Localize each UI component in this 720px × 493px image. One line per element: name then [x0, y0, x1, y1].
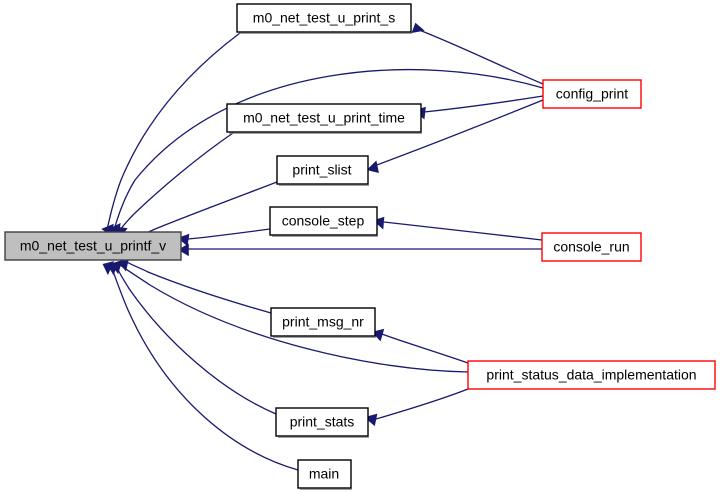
arrowhead-printf_v-from-main: [102, 261, 115, 276]
arrowhead-print_slist-right: [366, 160, 379, 174]
node-print-s-box[interactable]: [236, 3, 412, 33]
edge-main-to-printf_v: [110, 265, 299, 471]
node-print-time-box[interactable]: [226, 103, 422, 133]
node-print-status-data-implementation-box[interactable]: [467, 360, 716, 390]
node-layer: m0_net_test_u_printf_v m0_net_test_u_pri…: [4, 3, 716, 490]
edge-console_run-to-console_step: [383, 221, 543, 241]
edge-print_status-to-print_msg_nr: [381, 333, 469, 364]
node-print-stats-label: print_stats: [290, 414, 355, 430]
edge-print_stats-to-printf_v: [115, 265, 277, 415]
node-print-msg-nr-box[interactable]: [270, 307, 376, 337]
node-print-stats-box[interactable]: [275, 407, 369, 437]
arrowhead-printf_v-from-console_run: [177, 243, 189, 257]
edge-config_print-to-print_time: [423, 95, 544, 113]
node-print-slist[interactable]: print_slist: [276, 155, 369, 186]
edge-config_print-to-print_slist: [373, 99, 544, 167]
node-print-stats[interactable]: print_stats: [275, 407, 369, 438]
edge-print_time-to-printf_v: [119, 132, 234, 231]
edge-layer: [101, 22, 544, 471]
node-config-print[interactable]: config_print: [542, 79, 642, 109]
edge-print_s-to-printf_v: [106, 32, 241, 231]
edge-print_status-to-printf_v: [119, 264, 469, 373]
node-main[interactable]: main: [297, 459, 352, 490]
node-console-run-label: console_run: [553, 239, 629, 255]
node-print-status-data-implementation-label: print_status_data_implementation: [486, 367, 696, 383]
node-print-msg-nr[interactable]: print_msg_nr: [270, 307, 376, 338]
node-print-msg-nr-label: print_msg_nr: [282, 314, 364, 330]
node-console-step[interactable]: console_step: [269, 206, 378, 237]
node-console-run-box[interactable]: [541, 232, 642, 262]
node-printf-v-box[interactable]: [4, 231, 182, 261]
node-main-label: main: [309, 466, 339, 482]
edge-config_print-to-printf_v: [113, 68, 544, 231]
node-print-s[interactable]: m0_net_test_u_print_s: [236, 3, 412, 34]
node-console-step-box[interactable]: [269, 206, 378, 236]
node-config-print-label: config_print: [556, 86, 628, 102]
node-print-s-label: m0_net_test_u_print_s: [253, 10, 395, 26]
node-print-time[interactable]: m0_net_test_u_print_time: [226, 103, 422, 134]
edge-console_step-to-printf_v: [187, 228, 271, 240]
node-config-print-box[interactable]: [542, 79, 642, 109]
node-main-box[interactable]: [297, 459, 352, 489]
node-printf-v-label: m0_net_test_u_printf_v: [20, 238, 166, 254]
node-print-time-label: m0_net_test_u_print_time: [243, 110, 405, 126]
node-console-step-label: console_step: [282, 213, 365, 229]
node-print-slist-box[interactable]: [276, 155, 369, 185]
arrowhead-print_s-left: [411, 22, 425, 33]
edge-print_status-to-print_stats: [375, 388, 469, 420]
node-console-run[interactable]: console_run: [541, 232, 642, 262]
edge-config_print-to-print_s: [413, 27, 544, 85]
edge-print_msg_nr-to-printf_v: [126, 261, 272, 314]
node-print-slist-label: print_slist: [292, 162, 351, 178]
node-print-status-data-implementation[interactable]: print_status_data_implementation: [467, 360, 716, 390]
node-printf-v[interactable]: m0_net_test_u_printf_v: [4, 231, 182, 261]
